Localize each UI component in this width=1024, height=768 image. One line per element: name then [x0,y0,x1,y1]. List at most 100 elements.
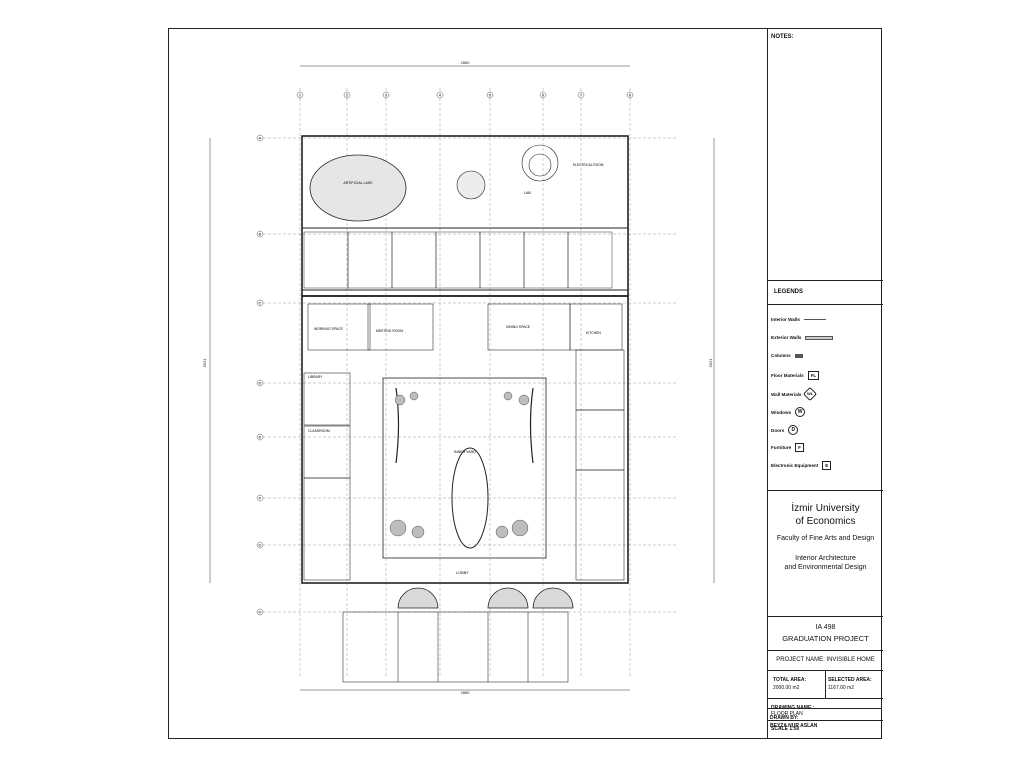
drawing-name-value: FLOOR PLAN [771,711,803,717]
course-title: GRADUATION PROJECT [782,634,869,643]
lobby-entrances [397,587,574,609]
svg-text:B: B [259,232,262,237]
dimension-bottom: 2880 [461,690,471,695]
door-tag: D [788,425,799,435]
drawing-sheet-border [168,28,882,739]
dimension-top: 2880 [461,60,471,65]
project-name: PROJECT NAME: INVISIBLE HOME [776,657,875,663]
interior-wall-symbol [803,319,826,320]
grid-bubble-row-g: G [256,541,264,549]
dormitory-rooms [303,231,613,289]
svg-text:G: G [258,543,261,548]
svg-text:E: E [259,435,262,440]
window-tag: W [795,407,806,417]
label-electrical: ELECTRICAL ROOM [573,163,604,167]
svg-text:D: D [259,381,262,386]
course-code: IA 498 [815,624,836,631]
label-lobby: LOBBY [456,571,469,575]
wall-material-tag: WL [803,386,818,402]
faculty-name: Faculty of Fine Arts and Design [776,535,875,542]
label-inner-yard: INNER YARD [454,450,476,454]
svg-text:7: 7 [580,93,583,98]
grid-bubble-row-d: D [256,379,264,387]
grid-bubble-col-1: 1 [296,91,304,99]
label-meeting-room: MEETING ROOM [376,329,403,333]
legend-interior-walls: Interior Walls [771,317,826,322]
department-line1: Interior Architecture [795,555,856,562]
selected-area-value: 1167.00 m2 [828,685,855,691]
svg-text:4: 4 [439,93,442,98]
svg-text:8: 8 [629,93,632,98]
grid-bubble-row-b: B [256,230,264,238]
svg-text:ARTIFICIAL LAKE: ARTIFICIAL LAKE [343,181,373,185]
dimension-lines [209,65,715,691]
east-wing-rooms [575,349,625,581]
legend-electronic-equipment: Electronic Equipment E [771,461,832,470]
svg-text:3: 3 [385,93,388,98]
legends-title: LEGENDS [774,289,804,295]
svg-text:5: 5 [489,93,492,98]
grid-bubble-col-2: 2 [343,91,351,99]
svg-text:A: A [259,136,262,141]
total-area-label: TOTAL AREA: [773,677,807,683]
svg-text:H: H [259,610,262,615]
furniture-tag: F [795,443,804,452]
grid-bubble-row-e: E [256,433,264,441]
label-dining-space: DINING SPACE [506,325,531,329]
legend-windows: Windows W [771,407,806,417]
area-block: TOTAL AREA: 2000.00 m2 SELECTED AREA: 11… [768,670,883,699]
label-classroom: CLASSROOM [308,429,330,433]
total-area-value: 2000.00 m2 [773,685,800,691]
department-line2: and Environmental Design [784,564,867,571]
project-name-block: PROJECT NAME: INVISIBLE HOME [768,650,883,670]
legend-floor-materials: Floor Materials FL [771,371,820,380]
legends-header: LEGENDS [768,280,883,304]
legend-doors: Doors D [771,425,799,435]
west-wing-rooms [303,372,351,581]
grid-lines [258,88,678,678]
yard-seating [389,391,530,539]
title-block: NOTES: LEGENDS Interior Walls Exterior W… [767,28,883,739]
drawn-by-value: BEYZA NUR ASLAN [770,723,818,729]
grid-bubble-col-5: 5 [486,91,494,99]
lab-round-table [521,144,559,182]
exterior-walls [301,135,629,584]
dimension-right: 3921 [708,358,713,368]
course-block: IA 498 GRADUATION PROJECT [768,616,883,650]
north-wing-rooms [307,303,623,351]
floor-material-tag: FL [807,371,820,380]
grid-bubble-row-a: A [256,134,264,142]
grid-bubble-col-8: 8 [626,91,634,99]
grid-bubble-col-4: 4 [436,91,444,99]
grid-bubble-col-3: 3 [382,91,390,99]
legend-columns: Columns [771,353,803,358]
inner-yard [382,377,547,559]
entrance-path [342,611,569,683]
svg-text:6: 6 [542,93,545,98]
legend-exterior-walls: Exterior Walls [771,335,834,340]
grid-bubble-row-c: C [256,299,264,307]
label-working-space: WORKING SPACE [314,327,343,331]
drawn-by-block: DRAWN BY: BEYZA NUR ASLAN [767,708,882,739]
svg-text:C: C [259,301,262,306]
dimension-left: 3921 [202,358,207,368]
svg-text:2: 2 [346,93,349,98]
grid-bubble-row-h: H [256,608,264,616]
column-symbol [794,353,803,358]
legend-furniture: Furniture F [771,443,804,452]
label-lab: LAB [524,191,531,195]
svg-text:F: F [259,496,262,501]
university-block: İzmir University of Economics Faculty of… [768,490,883,616]
university-name-line2: of Economics [795,516,856,527]
grid-bubble-col-7: 7 [577,91,585,99]
svg-text:1: 1 [299,93,302,98]
round-feature [456,170,486,200]
legend-wall-materials: Wall Materials WL [771,386,818,402]
drawing-scale: SCALE 1:50 [771,726,800,732]
drawn-by-label: DRAWN BY: [770,715,799,721]
floor-plan-drawing: 1 2 3 4 5 6 7 8 A B C D E F G H 2880 288… [202,60,715,695]
selected-area-label: SELECTED AREA: [828,677,872,683]
grid-bubble-row-f: F [256,494,264,502]
label-kitchen: KITCHEN [586,331,601,335]
legends-list: Interior Walls Exterior Walls Columns Fl… [768,304,883,490]
